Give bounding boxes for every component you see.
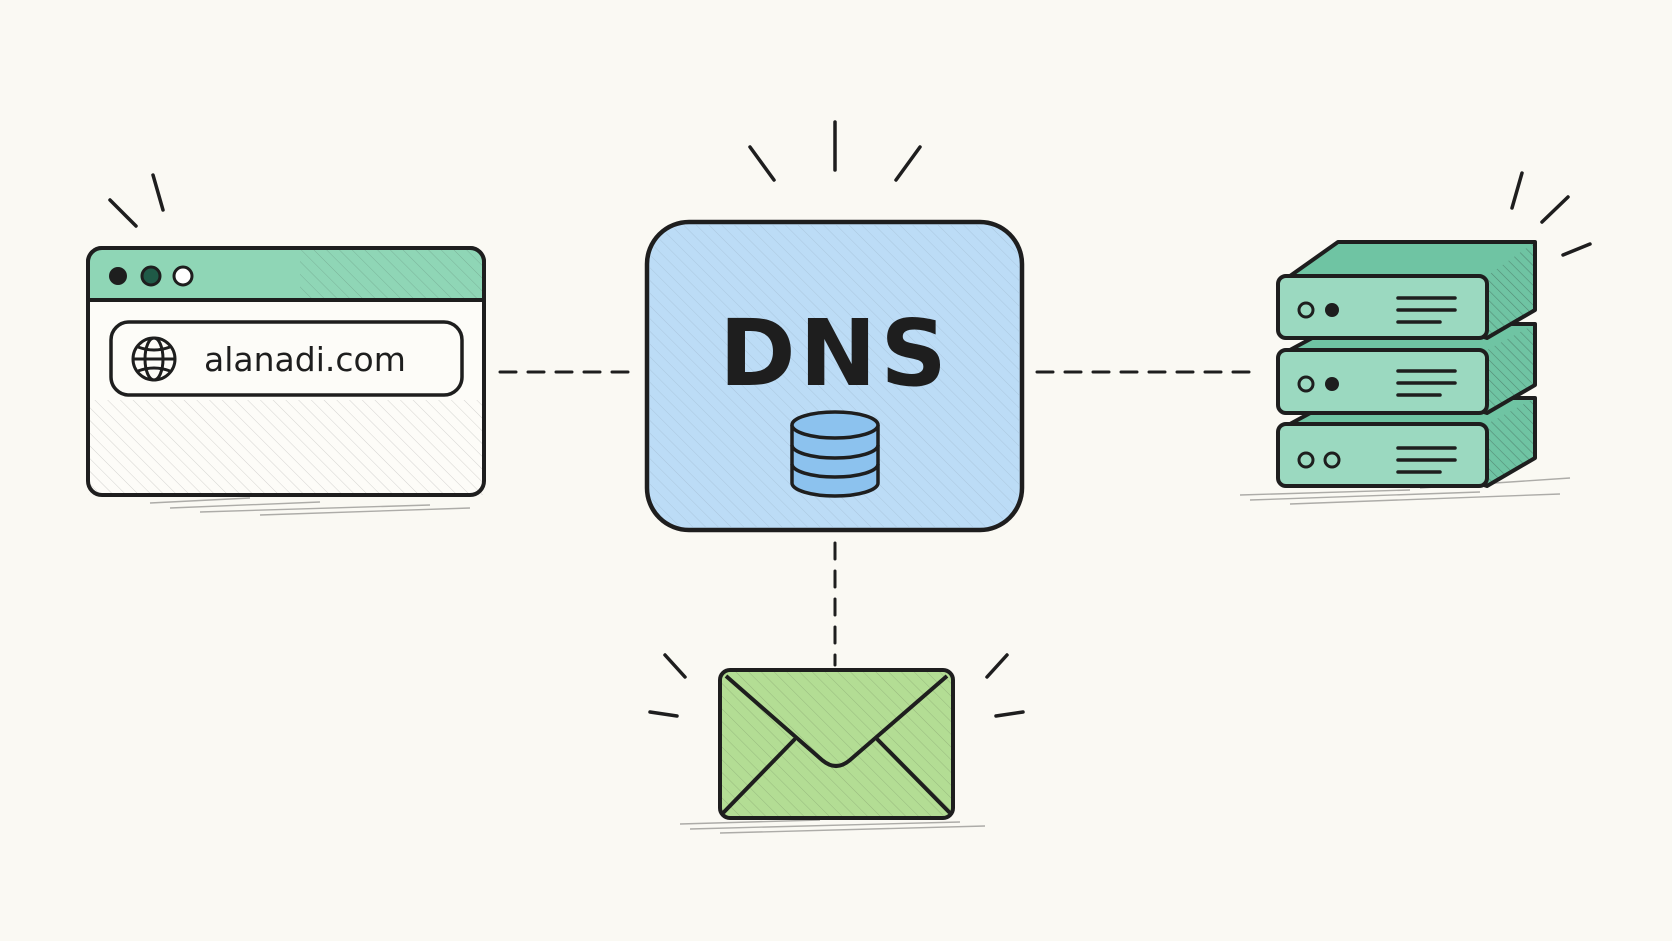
mail-sparkle-marks — [648, 653, 1025, 718]
window-control-close-icon[interactable] — [109, 267, 127, 285]
server-sparkle-marks — [1510, 171, 1592, 257]
dns-server-box: DNS — [644, 120, 1025, 533]
browser-sparkle-marks — [108, 173, 165, 228]
server-unit-1 — [1276, 240, 1537, 340]
browser-shadow — [149, 497, 471, 516]
dns-label: DNS — [719, 300, 951, 407]
window-control-minimize-icon[interactable] — [140, 265, 162, 287]
database-icon — [790, 410, 880, 498]
address-bar-url[interactable]: alanadi.com — [204, 340, 406, 379]
browser-window: alanadi.com — [86, 173, 486, 516]
mail-shadow — [679, 819, 986, 834]
address-bar[interactable]: alanadi.com — [109, 320, 464, 397]
globe-icon — [131, 336, 177, 382]
server-unit-3 — [1276, 396, 1537, 488]
dns-sparkle-marks — [748, 120, 922, 182]
envelope-icon — [648, 653, 1025, 834]
server-unit-2 — [1276, 322, 1537, 415]
window-control-maximize-icon[interactable] — [172, 265, 194, 287]
server-rack-icon — [1239, 171, 1592, 505]
